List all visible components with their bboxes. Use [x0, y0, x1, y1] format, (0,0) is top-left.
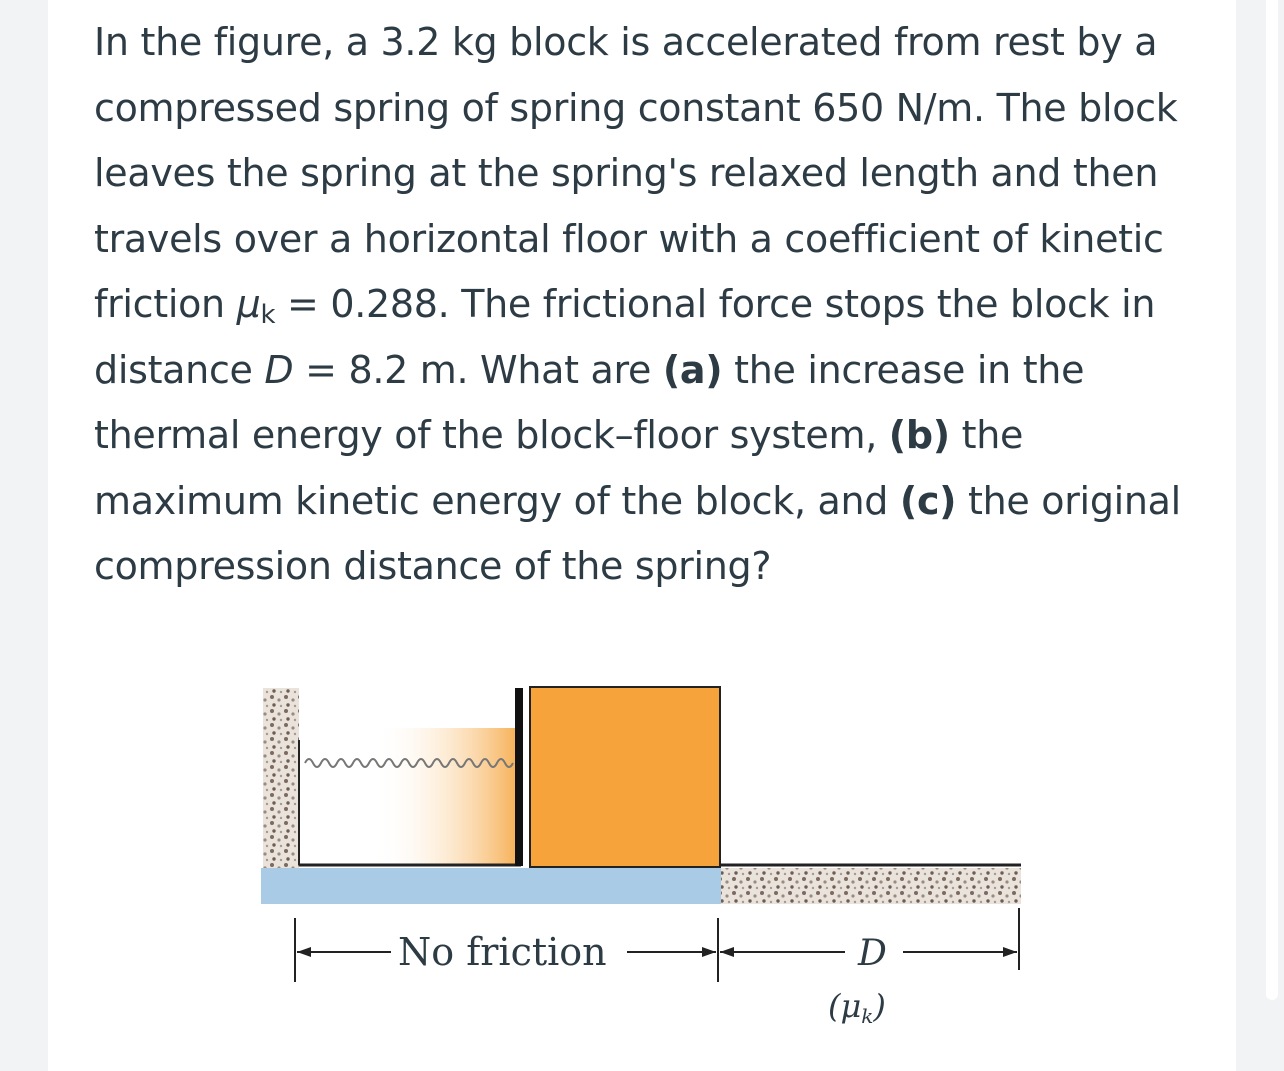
friction-coefficient-label: (μk) [828, 987, 886, 1028]
spring-block-figure: No friction D (μk) [255, 680, 1035, 1040]
spring-motion-blur [375, 728, 521, 864]
frictionless-floor [261, 868, 721, 904]
spring-plate [515, 688, 523, 866]
problem-intro: In the figure, a 3.2 kg block is acceler… [94, 20, 1178, 326]
problem-statement: In the figure, a 3.2 kg block is acceler… [94, 10, 1204, 600]
part-a-label: (a) [662, 347, 723, 392]
block [529, 686, 721, 868]
distance-variable: D [264, 347, 294, 392]
part-a-text: the increase in the thermal energy of th… [94, 347, 1085, 458]
mu-subscript: k [260, 300, 276, 330]
problem-friction-value: = 0.288. The frictional force stops the … [94, 282, 1156, 392]
spring [304, 758, 514, 768]
friction-floor [721, 868, 1021, 904]
wall [263, 688, 299, 868]
problem-distance-value: = 8.2 m. What are [293, 347, 663, 392]
part-b-text: the maximum kinetic energy of the block,… [94, 413, 1024, 523]
friction-coefficient-sub: k [861, 1004, 873, 1028]
friction-coefficient-open: (μ [828, 987, 861, 1025]
no-friction-label: No friction [398, 930, 607, 974]
part-c-text: the original compression distance of the… [94, 478, 1181, 589]
mu-symbol: μ [236, 282, 261, 326]
scrollbar-thumb[interactable] [1266, 0, 1278, 1000]
part-b-label: (b) [888, 413, 950, 457]
part-c-label: (c) [899, 478, 957, 523]
distance-label: D [857, 933, 887, 974]
friction-coefficient-close: ) [872, 987, 885, 1025]
